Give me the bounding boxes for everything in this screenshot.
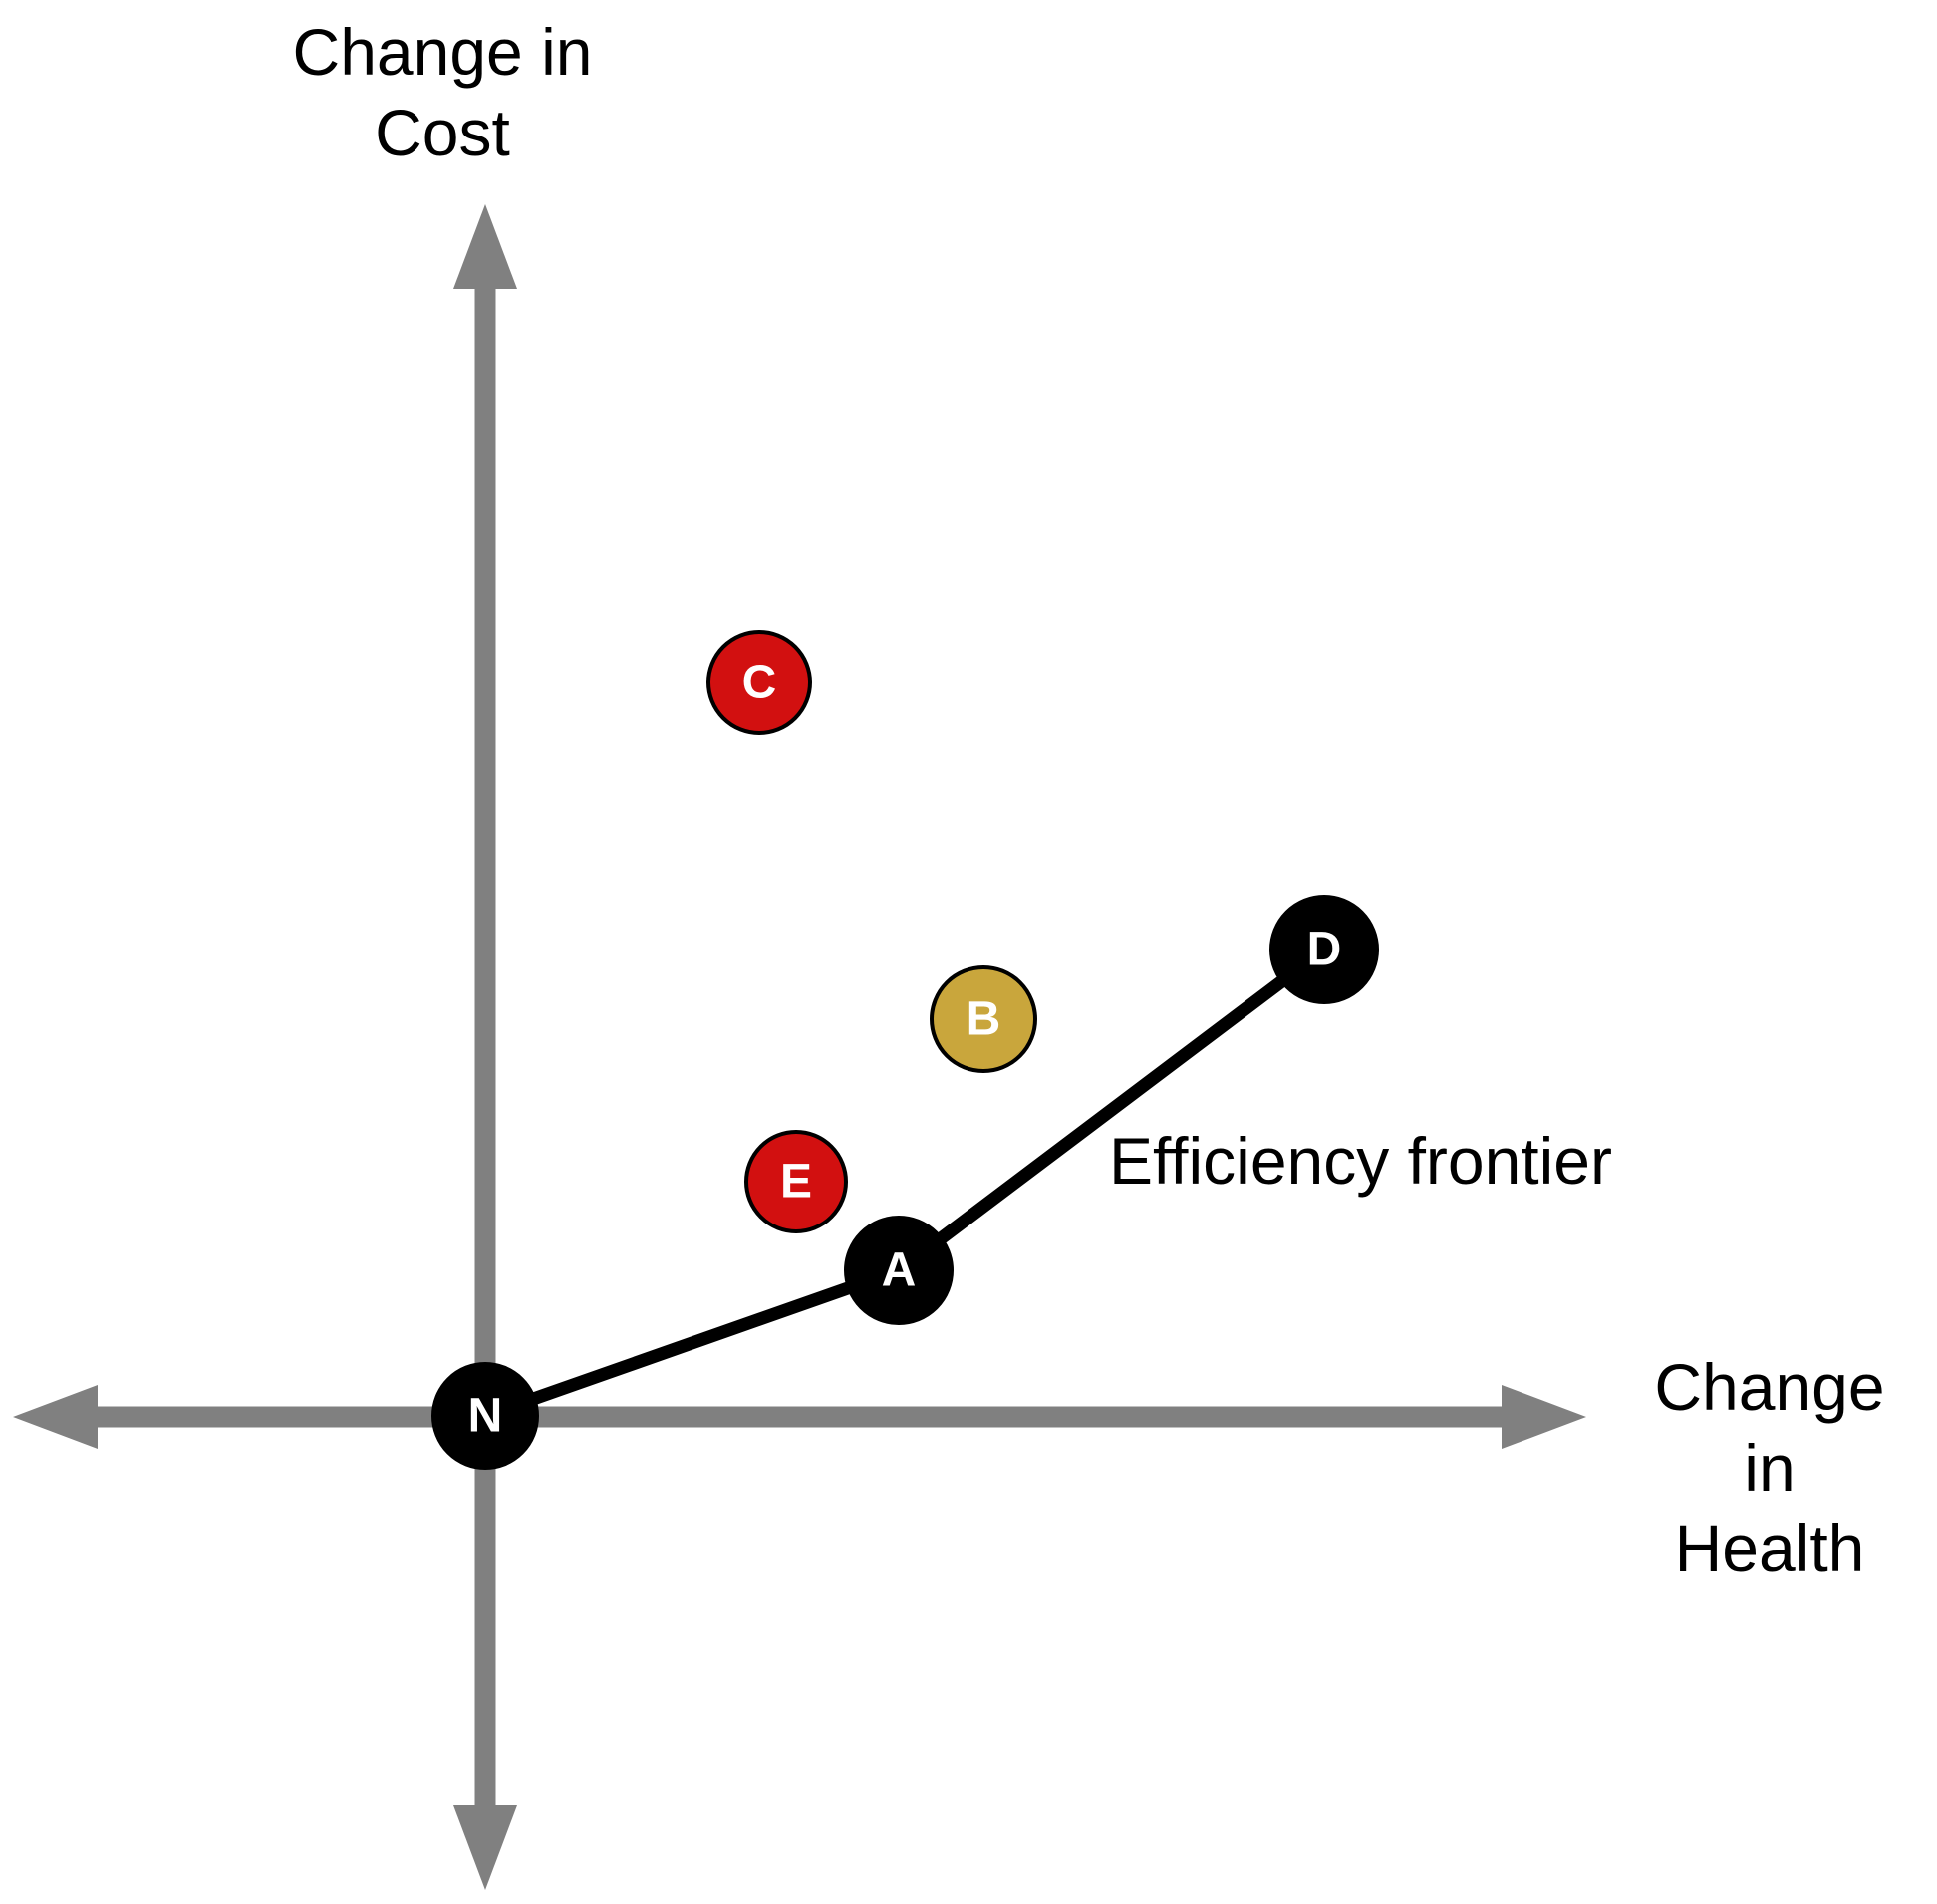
point-A-label: A [882, 1244, 917, 1297]
point-N-marker [431, 1362, 539, 1470]
point-D-marker [1269, 895, 1379, 1004]
x-axis-title: Change in Health [1654, 1350, 1885, 1585]
x-axis-arrowhead-left-icon [13, 1385, 98, 1449]
point-A-marker [844, 1216, 954, 1325]
y-axis-shaft [474, 289, 496, 1805]
y-axis-title: Change in Cost [292, 15, 593, 169]
point-E-label: E [780, 1156, 812, 1209]
point-E-marker [744, 1130, 848, 1233]
point-B-label: B [967, 993, 1001, 1046]
point-C-label: C [742, 657, 777, 709]
point-C-marker [706, 630, 812, 735]
efficiency-frontier-label: Efficiency frontier [1109, 1124, 1612, 1198]
y-axis-arrowhead-down-icon [453, 1805, 517, 1890]
y-axis-arrowhead-up-icon [453, 204, 517, 289]
point-B-marker [930, 965, 1037, 1073]
x-axis-arrowhead-right-icon [1502, 1385, 1586, 1449]
point-D-label: D [1307, 924, 1342, 976]
x-axis-shaft [98, 1406, 1502, 1428]
point-N-label: N [468, 1390, 503, 1443]
